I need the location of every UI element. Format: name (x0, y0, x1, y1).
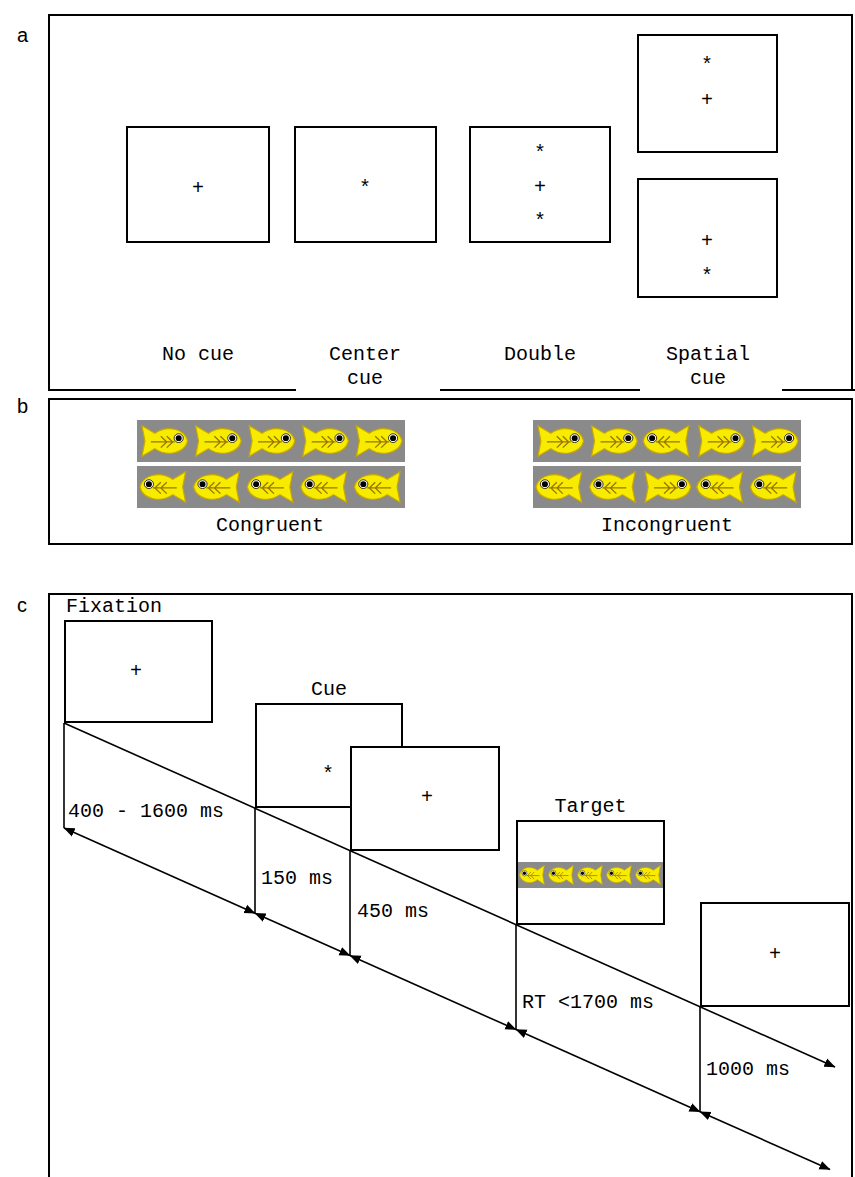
panel-border (782, 389, 855, 391)
fish (752, 426, 798, 457)
panel-border (440, 389, 640, 391)
fish (194, 472, 240, 503)
screen-symbol: * (701, 266, 713, 288)
fish (301, 472, 347, 503)
fish (592, 426, 638, 457)
screen-symbol: + (192, 178, 204, 200)
fish-strip (137, 466, 405, 508)
duration-arrow (64, 828, 255, 913)
duration-label: 450 ms (357, 900, 429, 924)
fish-row (137, 466, 405, 508)
condition-caption: Incongruent (601, 514, 733, 538)
fish (645, 472, 691, 503)
duration-label: 1000 ms (706, 1058, 790, 1082)
fish-row (518, 862, 663, 888)
screen-symbol: * (534, 211, 546, 233)
fish (750, 472, 796, 503)
screen-symbol: + (701, 231, 713, 253)
fish (590, 472, 636, 503)
panel-frame: cFixation+Cue*+Target+ (48, 593, 853, 1177)
fish (549, 866, 574, 885)
screen-symbol: + (421, 787, 433, 809)
duration-label: 400 - 1600 ms (68, 800, 224, 824)
duration-arrow (350, 956, 516, 1030)
fish (536, 472, 582, 503)
panel-letter: c (17, 594, 27, 616)
fish (607, 866, 632, 885)
screen-box: Target (516, 820, 665, 925)
drop-line (515, 925, 517, 1030)
fish (140, 472, 186, 503)
screen-symbol: * (534, 143, 546, 165)
screen-box: *+ (637, 34, 778, 153)
screen-symbol: * (359, 178, 371, 200)
fish-strip (137, 420, 405, 462)
cue-caption: Spatial cue (660, 343, 756, 391)
fish (249, 426, 295, 457)
fish-strip (533, 466, 801, 508)
screen-heading: Fixation (66, 596, 162, 618)
drop-line (349, 851, 351, 956)
duration-arrow (516, 1030, 700, 1112)
fish (643, 426, 689, 457)
fish (538, 426, 584, 457)
drop-line (699, 1007, 701, 1112)
screen-heading: Cue (257, 679, 401, 701)
fish-row (533, 420, 801, 462)
duration-label: RT <1700 ms (522, 991, 654, 1015)
panel-border (48, 389, 296, 391)
duration-label: 150 ms (261, 867, 333, 891)
fish (699, 426, 745, 457)
screen-box: * (294, 126, 437, 243)
condition-caption: Congruent (216, 514, 324, 538)
screen-symbol: + (534, 177, 546, 199)
fish (636, 866, 661, 885)
screen-box: + (350, 746, 500, 851)
screen-symbol: * (701, 55, 713, 77)
fish-strip (518, 862, 663, 888)
duration-arrow (255, 913, 350, 955)
fish (142, 426, 188, 457)
fish (520, 866, 545, 885)
cue-caption: Double (492, 343, 588, 367)
screen-box: +* (637, 178, 778, 298)
fish (356, 426, 402, 457)
cue-caption: No cue (150, 343, 246, 367)
screen-symbol: + (701, 90, 713, 112)
fish (697, 472, 743, 503)
fish (247, 472, 293, 503)
screen-heading: Target (518, 796, 663, 818)
fish (303, 426, 349, 457)
fish (354, 472, 400, 503)
fish-row (533, 466, 801, 508)
screen-box: + (126, 126, 270, 243)
screen-symbol: + (130, 661, 142, 683)
screen-box: * + * (469, 126, 611, 243)
cue-caption: Center cue (317, 343, 413, 391)
screen-box: Fixation+ (64, 620, 213, 723)
fish (578, 866, 603, 885)
fish-strip (533, 420, 801, 462)
fish (196, 426, 242, 457)
fish-row (137, 420, 405, 462)
time-axis (64, 723, 835, 1067)
panel-frame: a+**+**++* (48, 14, 853, 391)
panel-letter: a (17, 24, 28, 46)
screen-box: + (700, 902, 850, 1007)
screen-symbol: + (769, 944, 781, 966)
drop-line (254, 808, 256, 913)
screen-symbol: * (322, 764, 334, 786)
panel-letter: b (17, 395, 28, 417)
drop-line (63, 723, 65, 828)
duration-arrow (700, 1112, 830, 1170)
